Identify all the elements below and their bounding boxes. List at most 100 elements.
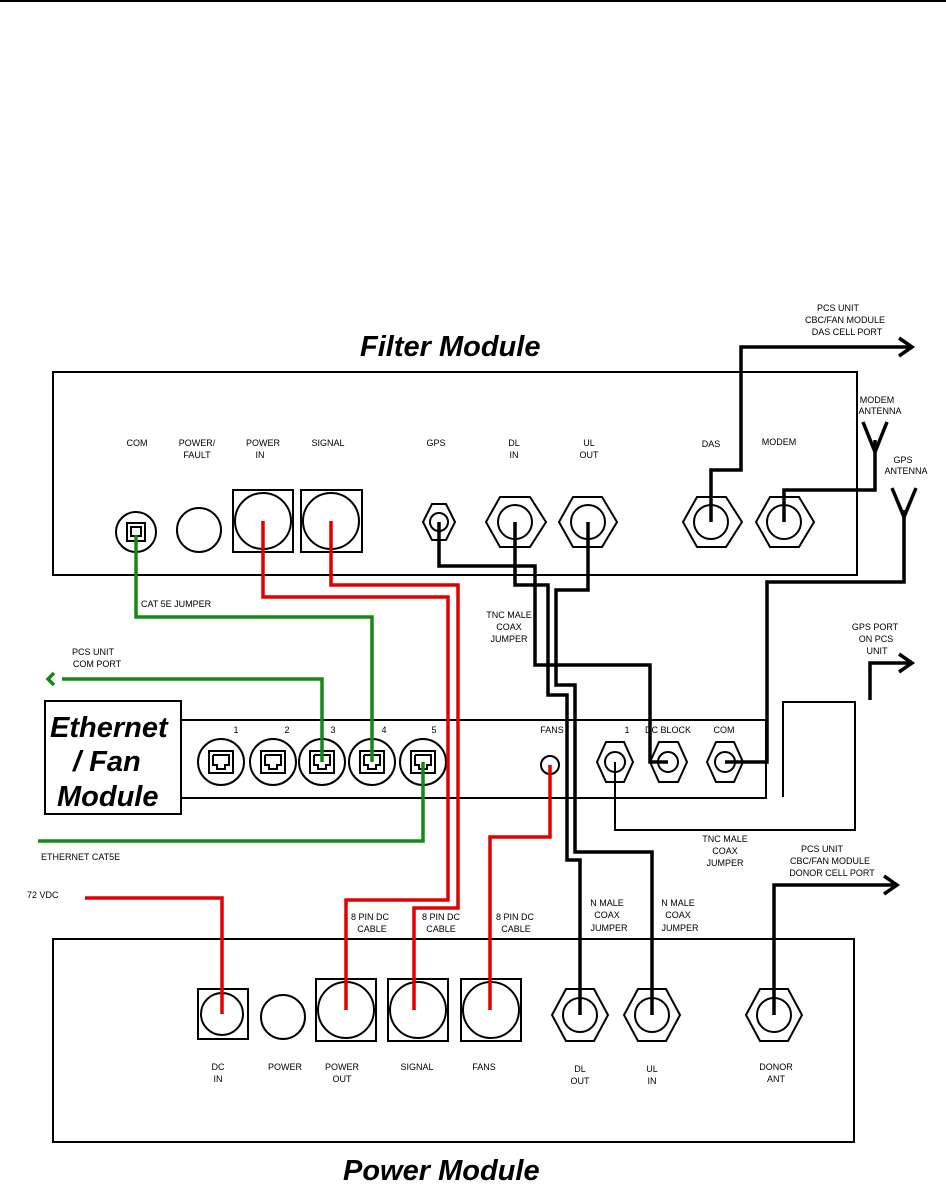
callout-ethernet-cat5e: ETHERNET CAT5E — [41, 852, 120, 862]
callout-n-jumper-2-1: N MALE — [661, 898, 695, 908]
power-dc-in-label-1: DC — [212, 1062, 225, 1072]
callout-n-jumper-1-3: JUMPER — [590, 923, 628, 933]
callout-tnc-jumper-1-3: JUMPER — [490, 634, 528, 644]
ethernet-port-2[interactable] — [249, 738, 297, 786]
callout-pcs-das-1: PCS UNIT — [817, 303, 860, 313]
modem-antenna-icon — [861, 421, 889, 457]
arrow-right-icon — [883, 874, 901, 896]
power-dl-out-label-2: OUT — [571, 1076, 591, 1086]
coax-modem-cable — [782, 440, 877, 522]
ethernet-cable-cat5e — [38, 762, 425, 843]
callout-gps-port-2: ON PCS — [859, 634, 894, 644]
power-donor-ant-label-1: DONOR — [759, 1062, 793, 1072]
callout-n-jumper-2-2: COAX — [665, 910, 691, 920]
callout-dc-cable-1-1: 8 PIN DC — [351, 912, 390, 922]
ethernet-port-2-label: 2 — [284, 725, 289, 735]
coax-donor-cable — [772, 883, 895, 1015]
filter-power-fault-led — [176, 507, 222, 553]
power-signal-label: SIGNAL — [400, 1062, 433, 1072]
filter-power-fault-label-2: FAULT — [183, 450, 211, 460]
ethernet-title-line1: Ethernet — [50, 712, 169, 744]
arrow-right-icon — [898, 336, 916, 358]
filter-das-label: DAS — [702, 439, 721, 449]
callout-pcs-donor-2: CBC/FAN MODULE — [790, 856, 870, 866]
callout-n-jumper-1-2: COAX — [594, 910, 620, 920]
callout-tnc-jumper-2-2: COAX — [712, 846, 738, 856]
callout-pcs-com-2: COM PORT — [73, 659, 122, 669]
filter-com-label: COM — [127, 438, 148, 448]
power-ul-in-label-2: IN — [648, 1076, 657, 1086]
gps-antenna-icon — [890, 487, 918, 522]
callout-gps-antenna-2: ANTENNA — [884, 466, 927, 476]
filter-ul-out-label-1: UL — [583, 438, 595, 448]
filter-power-fault-label-1: POWER/ — [179, 438, 216, 448]
arrow-left-icon — [45, 671, 56, 687]
filter-dl-in-label-2: IN — [510, 450, 519, 460]
power-signal-port[interactable] — [387, 978, 449, 1042]
ethernet-cable-pcs-com — [62, 677, 324, 762]
callout-modem-antenna-1: MODEM — [860, 395, 895, 405]
ethernet-port-4-label: 4 — [381, 725, 386, 735]
power-module-box — [52, 938, 855, 1143]
callout-pcs-donor-3: DONOR CELL PORT — [789, 868, 875, 878]
coax-das-cable — [709, 345, 910, 522]
callout-pcs-das-3: DAS CELL PORT — [812, 327, 883, 337]
ethernet-rf1-label: 1 — [624, 725, 629, 735]
callout-tnc-jumper-1-2: COAX — [496, 622, 522, 632]
callout-tnc-jumper-2-3: JUMPER — [706, 858, 744, 868]
power-power-label: POWER — [268, 1062, 303, 1072]
callout-dc-cable-1-2: CABLE — [357, 924, 387, 934]
ethernet-port-5-label: 5 — [431, 725, 436, 735]
ethernet-cable-cat5e-jumper — [134, 535, 374, 762]
filter-module-box — [52, 371, 858, 576]
callout-pcs-donor-1: PCS UNIT — [801, 844, 844, 854]
filter-gps-label: GPS — [426, 438, 445, 448]
coax-gps-jumper — [437, 522, 668, 764]
ethernet-title-line3: Module — [57, 781, 159, 813]
filter-power-in-label-2: IN — [256, 450, 265, 460]
dc-cable-signal — [329, 521, 460, 1010]
filter-module-title: Filter Module — [360, 331, 540, 363]
callout-gps-port-3: UNIT — [867, 646, 888, 656]
power-fans-label: FANS — [472, 1062, 496, 1072]
callout-cat5e-jumper: CAT 5E JUMPER — [141, 599, 212, 609]
power-power-led — [260, 994, 306, 1040]
callout-n-jumper-1-1: N MALE — [590, 898, 624, 908]
callout-72vdc: 72 VDC — [27, 890, 59, 900]
dc-cable-power — [261, 521, 450, 1010]
ethernet-com-label: COM — [714, 725, 735, 735]
callout-pcs-com-1: PCS UNIT — [72, 647, 115, 657]
dc-cable-72vdc — [85, 896, 224, 1014]
ethernet-port-3-label: 3 — [330, 725, 335, 735]
coax-gps-antenna-cable — [725, 510, 906, 764]
power-module-title: Power Module — [343, 1155, 540, 1187]
callout-dc-cable-2-1: 8 PIN DC — [422, 912, 461, 922]
filter-modem-label: MODEM — [762, 437, 797, 447]
ethernet-fans-label: FANS — [540, 725, 564, 735]
power-power-out-label-1: POWER — [325, 1062, 360, 1072]
filter-power-in-label-1: POWER — [246, 438, 281, 448]
power-power-out-label-2: OUT — [333, 1074, 353, 1084]
dc-cable-fans — [488, 765, 552, 1010]
callout-pcs-das-2: CBC/FAN MODULE — [805, 315, 885, 325]
filter-signal-label: SIGNAL — [311, 438, 344, 448]
callout-tnc-jumper-1-1: TNC MALE — [486, 610, 532, 620]
ethernet-dc-block-label: DC BLOCK — [645, 725, 691, 735]
callout-gps-port-1: GPS PORT — [852, 622, 899, 632]
coax-gps-port-cable — [868, 661, 910, 700]
coax-rf1-outline — [614, 701, 856, 831]
ethernet-port-1[interactable] — [197, 738, 245, 786]
arrow-right-icon — [898, 652, 916, 674]
callout-modem-antenna-2: ANTENNA — [858, 406, 901, 416]
power-dl-out-label-1: DL — [574, 1064, 586, 1074]
callout-dc-cable-2-2: CABLE — [426, 924, 456, 934]
power-donor-ant-label-2: ANT — [767, 1074, 786, 1084]
callout-dc-cable-3-2: CABLE — [501, 924, 531, 934]
power-dc-in-label-2: IN — [214, 1074, 223, 1084]
callout-tnc-jumper-2-1: TNC MALE — [702, 834, 748, 844]
callout-dc-cable-3-1: 8 PIN DC — [496, 912, 535, 922]
callout-gps-antenna-1: GPS — [893, 455, 912, 465]
ethernet-title-line2: / Fan — [71, 746, 141, 778]
callout-n-jumper-2-3: JUMPER — [661, 923, 699, 933]
